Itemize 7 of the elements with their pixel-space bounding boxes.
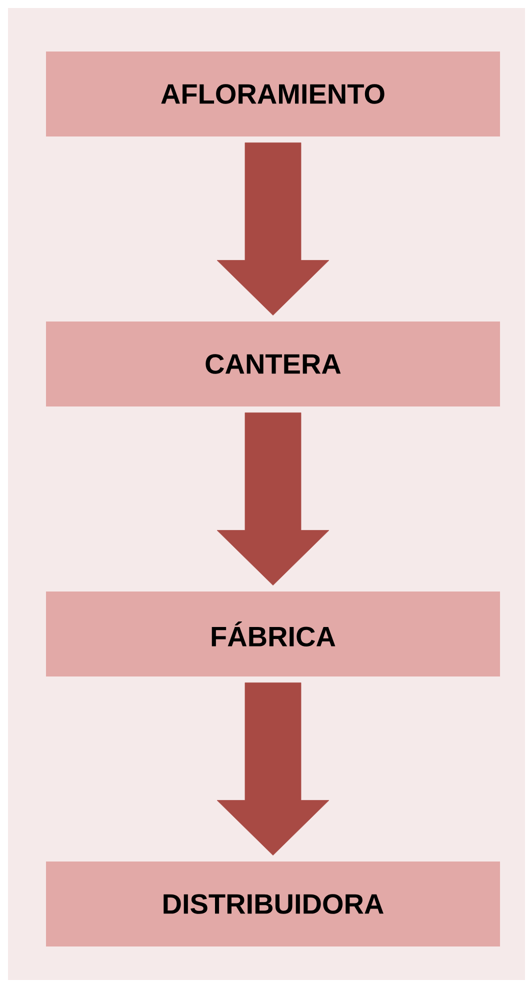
process-box: CANTERA bbox=[46, 322, 500, 406]
arrow bbox=[216, 682, 330, 856]
process-box: AFLORAMIENTO bbox=[46, 52, 500, 136]
arrow bbox=[216, 412, 330, 586]
process-box: FÁBRICA bbox=[46, 592, 500, 676]
arrow bbox=[216, 142, 330, 316]
process-box: DISTRIBUIDORA bbox=[46, 862, 500, 946]
